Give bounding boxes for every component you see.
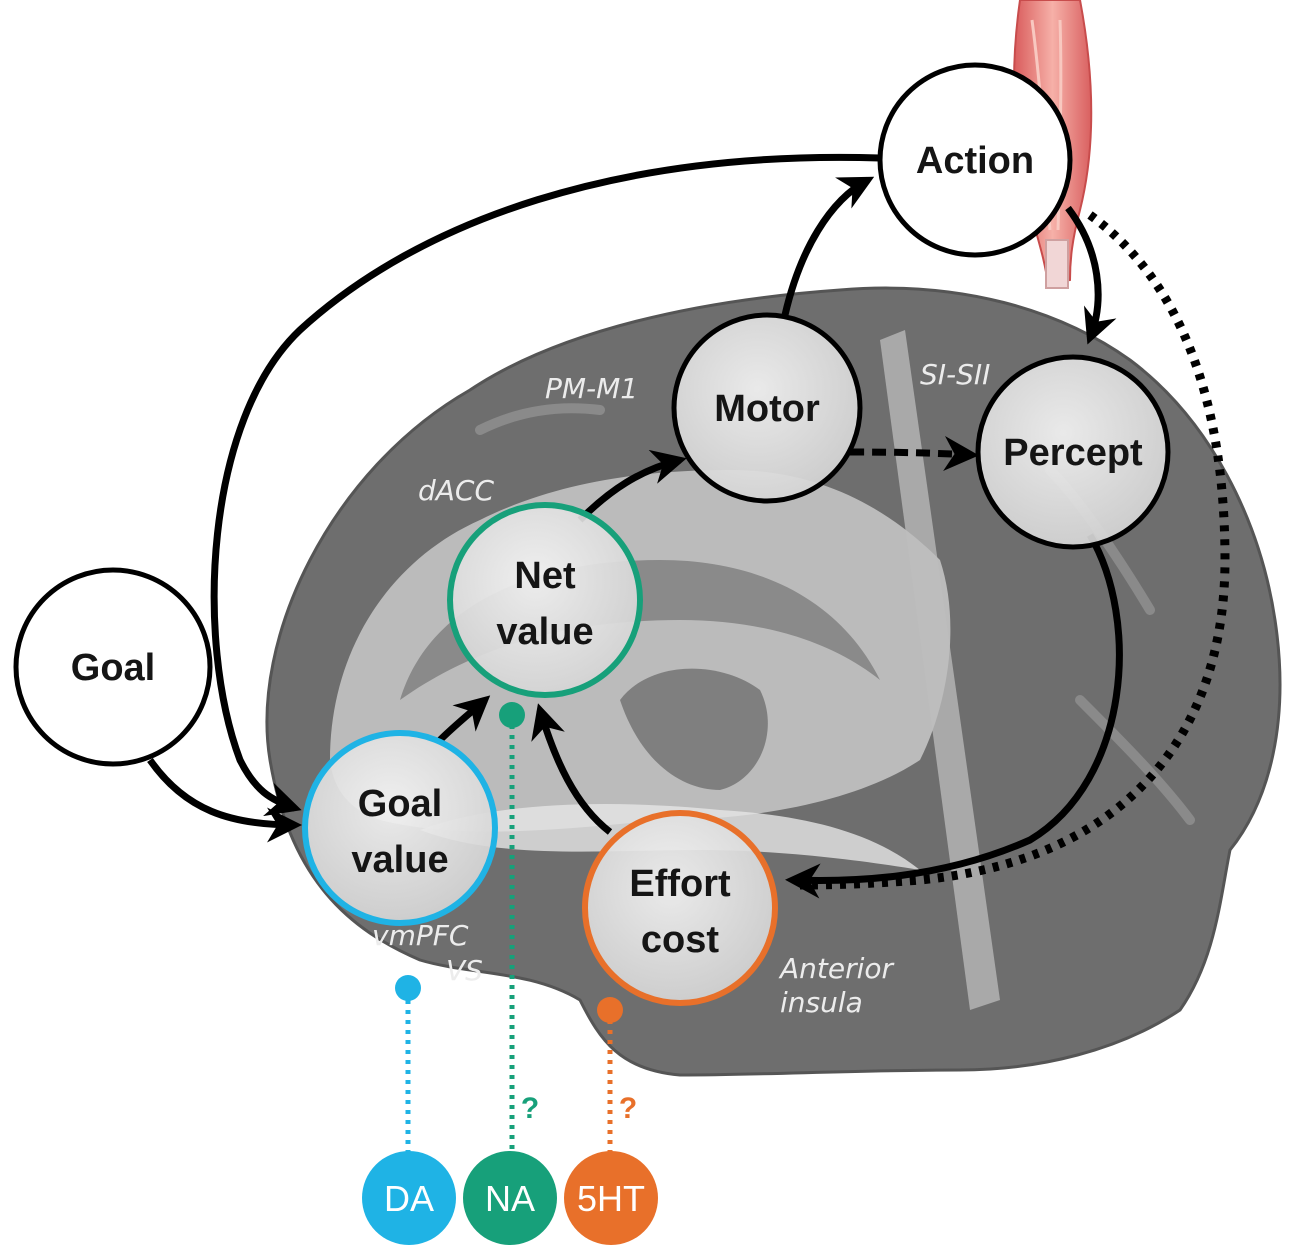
- da-terminal-dot: [395, 975, 421, 1001]
- brain-cortex-fold-3: [1075, 695, 1195, 825]
- region-label-insula: insula: [780, 986, 863, 1019]
- node-effort-cost-line-1: Effort: [629, 863, 731, 905]
- region-label-anterior: Anterior: [778, 952, 895, 985]
- region-label-dacc: dACC: [418, 474, 494, 507]
- node-net-value-line-2: value: [496, 611, 593, 653]
- node-net-value: Net value: [447, 502, 643, 698]
- arrow-percept-to-effort-cost: [785, 533, 1123, 899]
- node-goal-value-line-2: value: [351, 839, 448, 881]
- na-label: NA: [485, 1178, 535, 1219]
- node-goal: Goal: [13, 567, 213, 767]
- region-label-vmpfc: vmPFC: [372, 919, 469, 952]
- arrow-goal-value-to-net-value: [435, 695, 491, 745]
- brain-cortex-fold-1: [475, 403, 605, 435]
- sht-label: 5HT: [577, 1178, 645, 1219]
- arrow-motor-to-action: [781, 176, 875, 316]
- na-terminal-dot: [499, 702, 525, 728]
- sht-question-mark: ?: [619, 1092, 637, 1125]
- arrow-action-to-percept: [1065, 205, 1117, 345]
- neurotransmitter-da: DA: [362, 1151, 456, 1245]
- neurotransmitter-5ht: 5HT: [564, 1151, 658, 1245]
- neurotransmitter-na: NA: [463, 1151, 557, 1245]
- node-percept: Percept: [975, 354, 1171, 550]
- node-action: Action: [877, 62, 1073, 258]
- node-net-value-line-1: Net: [514, 555, 576, 597]
- node-percept-label: Percept: [1003, 432, 1143, 474]
- arrow-net-value-to-motor: [577, 449, 687, 523]
- arrow-action-to-goal-value: [210, 153, 881, 817]
- node-effort-cost-line-2: cost: [641, 919, 719, 961]
- node-goal-value: Goal value: [302, 730, 498, 926]
- node-motor: Motor: [671, 312, 863, 504]
- na-question-mark: ?: [521, 1092, 539, 1125]
- node-effort-cost: Effort cost: [582, 810, 778, 1006]
- node-motor-label: Motor: [714, 388, 820, 430]
- da-label: DA: [384, 1178, 434, 1219]
- arrow-goal-to-goal-value: [147, 757, 302, 843]
- region-label-si-sii: SI-SII: [920, 358, 990, 391]
- node-goal-label: Goal: [71, 647, 155, 689]
- node-goal-value-line-1: Goal: [358, 783, 442, 825]
- coronal-slice: [880, 330, 1000, 1010]
- sht-terminal-dot: [597, 997, 623, 1023]
- region-label-vs: VS: [446, 954, 483, 987]
- node-action-label: Action: [916, 140, 1034, 182]
- arrow-action-to-effort-cost-dotted: [799, 211, 1230, 890]
- arrow-effort-cost-to-net-value: [531, 703, 613, 835]
- region-label-pm-m1: PM-M1: [545, 372, 638, 405]
- thalamus: [620, 668, 768, 790]
